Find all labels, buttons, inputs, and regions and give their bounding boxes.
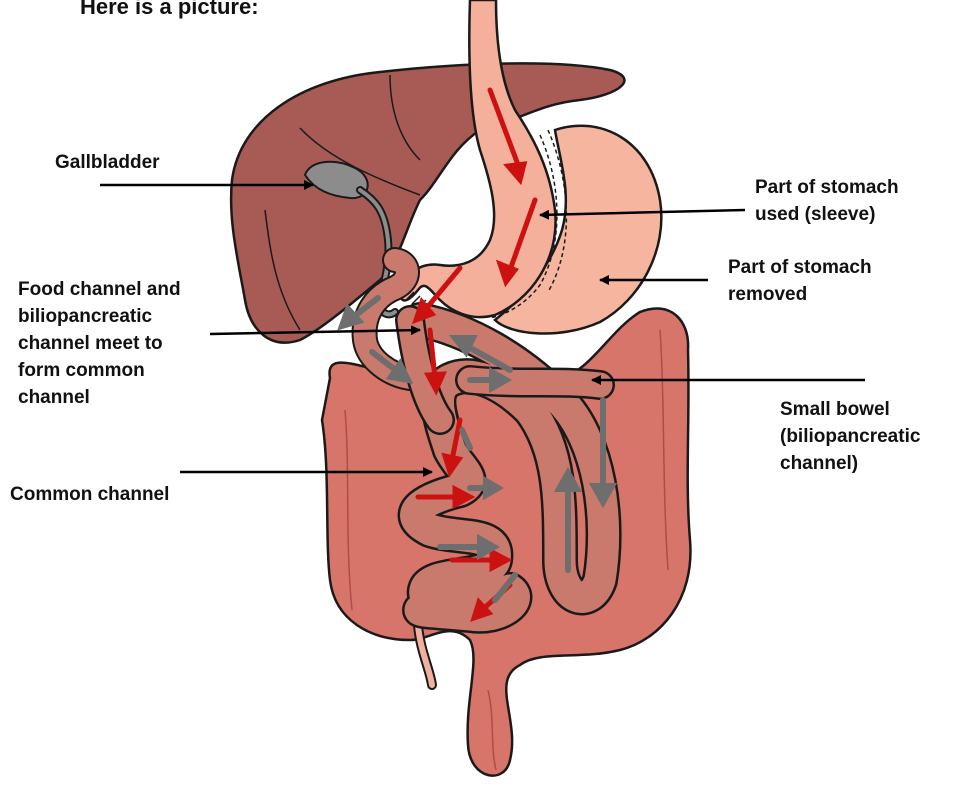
label-stomach-sleeve-line2: used (sleeve) (755, 201, 899, 228)
label-small-bowel-line3: channel) (780, 450, 920, 477)
label-small-bowel: Small bowel (biliopancreatic channel) (780, 396, 920, 477)
page-heading: Here is a picture: (80, 0, 259, 20)
label-channels-meet-line5: channel (18, 384, 181, 411)
label-gallbladder-text: Gallbladder (55, 149, 160, 176)
label-common-channel: Common channel (10, 481, 169, 508)
label-channels-meet-line2: biliopancreatic (18, 303, 181, 330)
label-channels-meet-line3: channel meet to (18, 330, 181, 357)
label-stomach-removed: Part of stomach removed (728, 254, 872, 308)
label-channels-meet-line1: Food channel and (18, 276, 181, 303)
label-common-channel-text: Common channel (10, 481, 169, 508)
label-gallbladder: Gallbladder (55, 149, 160, 176)
label-small-bowel-line2: (biliopancreatic (780, 423, 920, 450)
label-stomach-sleeve: Part of stomach used (sleeve) (755, 174, 899, 228)
label-stomach-removed-line1: Part of stomach (728, 254, 872, 281)
label-small-bowel-line1: Small bowel (780, 396, 920, 423)
label-stomach-sleeve-line1: Part of stomach (755, 174, 899, 201)
label-stomach-removed-line2: removed (728, 281, 872, 308)
label-channels-meet-line4: form common (18, 357, 181, 384)
label-channels-meet: Food channel and biliopancreatic channel… (18, 276, 181, 411)
